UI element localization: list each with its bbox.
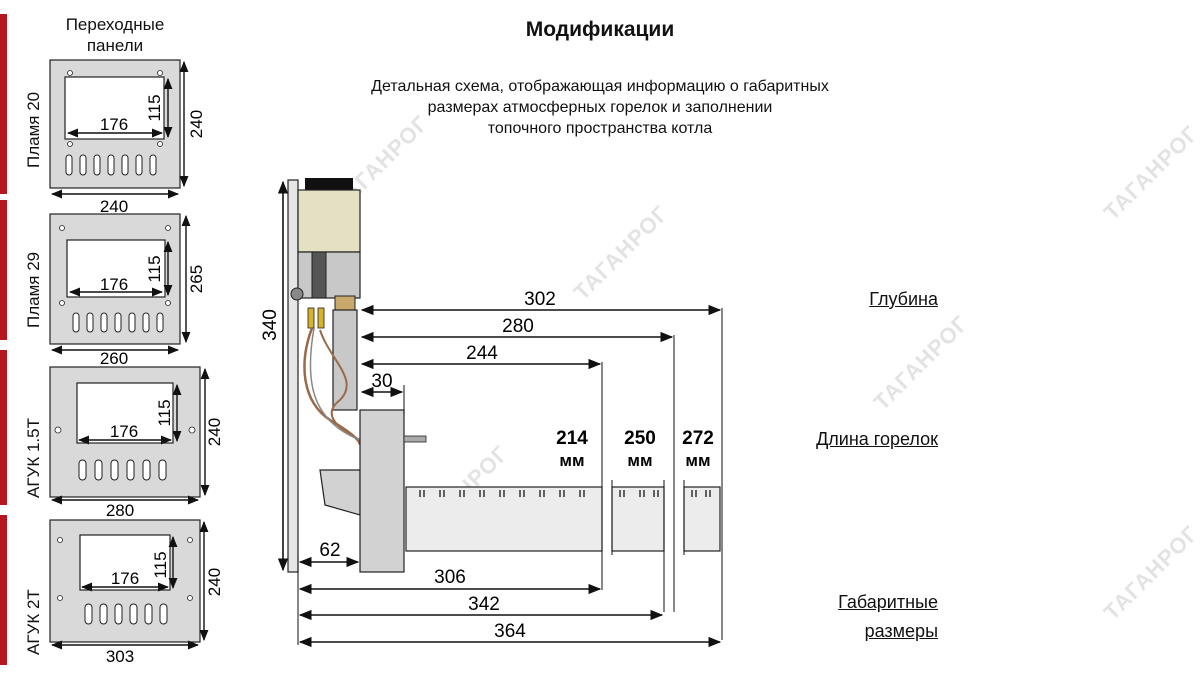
dim-panel-width: 303 [106,647,134,666]
dim-window-width: 176 [100,115,128,134]
dim-depth-30: 30 [371,371,392,392]
dim-lines [277,180,722,648]
dim-depth-302: 302 [524,289,556,310]
panel-window [79,534,171,591]
subtitle-line: Детальная схема, отображающая информацию… [371,78,829,95]
burner-length-value: 250 [624,428,656,449]
dim-window-height: 115 [145,94,164,121]
dim-overall-364: 364 [494,621,526,642]
dim-depth-280: 280 [502,316,534,337]
valve-body [297,251,361,299]
dim-panel-width: 280 [106,501,134,520]
burner-length-unit: мм [559,451,584,470]
panel-holes [54,426,196,434]
dim-height-340: 340 [260,309,281,341]
panels-header-line: Переходные [65,15,165,34]
dim-window-width: 176 [110,422,138,441]
label-overall-line: Габаритные [838,592,938,612]
label-overall-line: размеры [864,621,938,641]
burner-panel [359,409,405,573]
extension-lines [297,308,723,645]
dim-window-width: 176 [111,569,139,588]
ignition-wire [309,327,361,441]
gas-valve [297,189,361,253]
burner-ports [419,490,585,497]
dim-depth-244: 244 [466,343,498,364]
dim-panel-height: 240 [205,418,224,446]
accent-strip [0,350,7,505]
thermocouple-nut [307,307,315,329]
dim-panel-width: 240 [100,197,128,216]
accent-strip [0,200,7,340]
gas-fitting [334,295,356,311]
accent-strip [0,14,7,194]
dim-overall-306: 306 [434,567,466,588]
panel-slots [72,312,164,333]
knob [290,287,304,301]
burner-nozzle-housing [319,469,361,516]
dim-panel-height: 240 [205,568,224,596]
dim-base-62: 62 [319,540,340,561]
label-burner-length: Длина горелок [816,429,938,449]
page-title: Модификации [525,18,675,41]
dim-window-height: 115 [151,551,170,578]
valve-connector [311,251,327,299]
burner-length-value: 272 [682,428,714,449]
panels-header: Переходные панели [50,14,180,56]
panels-header-line: панели [86,36,144,55]
panel-aguk-1-5t: 176 115 280 240 [49,366,224,520]
dim-window-height: 115 [145,255,164,282]
accent-strip [0,515,7,665]
burner-length-unit: мм [627,451,652,470]
thermocouple-tube [319,329,361,441]
label-depth: Глубина [869,289,938,309]
panel-slots [65,154,157,176]
dim-window-width: 176 [100,275,128,294]
panel-holes [57,537,193,601]
burner-assembly [287,178,721,573]
panel-aguk-2t: 176 115 303 240 [49,519,224,666]
dim-panel-width: 260 [100,349,128,368]
burner-tube-extension [683,486,721,552]
valve-cap [305,178,353,192]
panel-window [76,382,174,444]
panel-slots [84,603,168,625]
dim-panel-height: 240 [187,110,206,138]
panel-plamya-20: 176 115 240 240 [49,59,206,216]
panel-holes [59,225,171,306]
dim-panel-height: 265 [187,265,206,293]
page-subtitle: Детальная схема, отображающая информацию… [300,76,900,139]
panel-holes [67,70,163,147]
subtitle-line: топочного пространства котла [487,120,713,137]
thermocouple-nut [317,307,325,329]
dim-window-height: 115 [155,399,174,426]
subtitle-line: размерах атмосферных горелок и заполнени… [427,99,773,116]
burner-length-value: 214 [556,428,588,449]
burner-length-labels: 214 мм 250 мм 272 мм [556,428,714,470]
burner-length-unit: мм [685,451,710,470]
ignition-electrode [403,435,427,443]
burner-ports [691,490,711,497]
mounting-plate [287,179,299,573]
panel-plamya-29: 176 115 260 265 [49,213,206,368]
panel-slots [78,459,167,481]
burner-ports [619,490,659,497]
dim-overall-342: 342 [468,594,500,615]
